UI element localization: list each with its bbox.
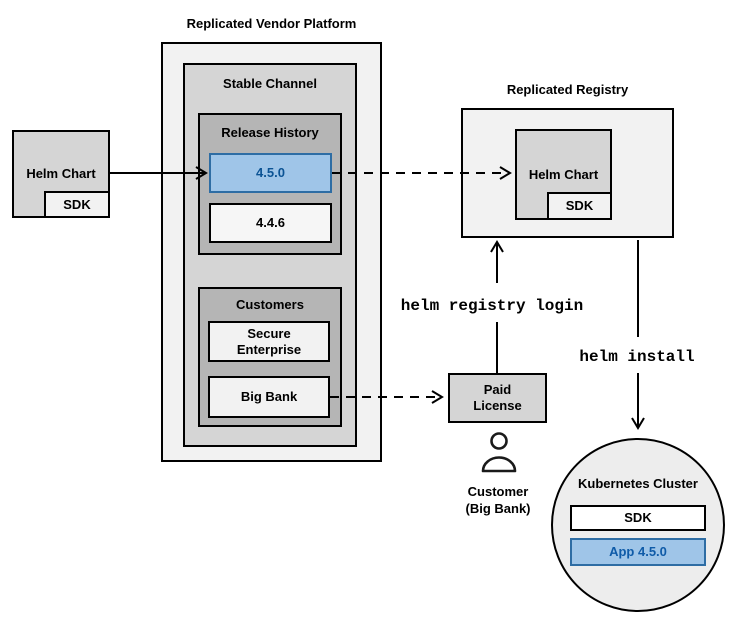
secure-enterprise-label: Secure Enterprise	[236, 325, 302, 357]
release-4-5-0-box: 4.5.0	[209, 153, 332, 193]
registry-helm-chart-label: Helm Chart	[528, 166, 599, 182]
cluster-app-box: App 4.5.0	[570, 538, 706, 566]
cluster-app-label: App 4.5.0	[609, 544, 667, 559]
paid-license-box: Paid License	[448, 373, 547, 423]
kubernetes-cluster-title: Kubernetes Cluster	[578, 476, 698, 491]
release-4-4-6-label: 4.4.6	[256, 215, 285, 230]
big-bank-box: Big Bank	[208, 376, 330, 418]
helm-registry-login-command: helm registry login	[400, 297, 584, 315]
customer-person-icon	[481, 432, 517, 473]
registry-sdk-box: SDK	[547, 192, 612, 220]
customer-caption-line2: (Big Bank)	[465, 501, 531, 516]
stable-channel-label: Stable Channel	[223, 76, 317, 91]
customer-caption: Customer (Big Bank)	[440, 483, 556, 517]
big-bank-label: Big Bank	[240, 389, 298, 404]
registry-sdk-label: SDK	[565, 198, 594, 213]
platform-title: Replicated Vendor Platform	[186, 16, 357, 31]
vendor-sdk-box: SDK	[44, 191, 110, 218]
cluster-sdk-label: SDK	[624, 510, 652, 525]
cluster-sdk-box: SDK	[570, 505, 706, 531]
secure-enterprise-box: Secure Enterprise	[208, 321, 330, 362]
vendor-helm-chart-label: Helm Chart	[26, 166, 96, 181]
customers-label: Customers	[236, 297, 304, 312]
release-4-5-0-label: 4.5.0	[256, 165, 285, 180]
release-history-label: Release History	[221, 125, 319, 140]
release-4-4-6-box: 4.4.6	[209, 203, 332, 243]
helm-install-command: helm install	[579, 348, 695, 366]
customer-caption-line1: Customer	[467, 484, 529, 499]
vendor-sdk-label: SDK	[63, 196, 91, 212]
registry-title: Replicated Registry	[506, 82, 629, 97]
paid-license-label: Paid License	[473, 382, 522, 413]
